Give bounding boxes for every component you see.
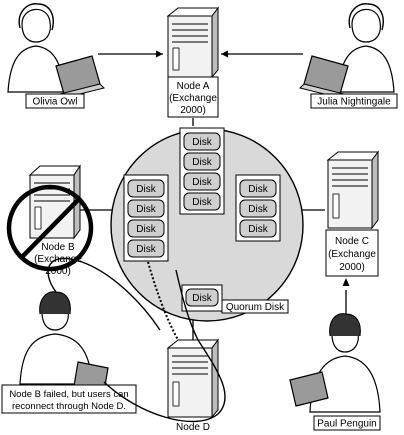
node-b-version: 2000) [45, 266, 71, 277]
reconnect-loop [47, 257, 161, 331]
disk-stack-a: Disk Disk Disk Disk [179, 127, 225, 215]
status-note-line-2: reconnect through Node D. [12, 401, 126, 412]
reconnect-path [103, 269, 226, 423]
node-d-server [166, 338, 219, 419]
disk-label: Disk [192, 293, 212, 304]
olivia-user-figure [7, 3, 105, 99]
quorum-label: Quorum Disk [226, 302, 285, 313]
node-a-label-box [167, 76, 219, 118]
disk-label: Disk [136, 224, 156, 235]
node-c-label-box [325, 229, 379, 277]
olivia-label-box [25, 93, 85, 109]
node-b-server [28, 164, 81, 240]
node-a-version: 2000) [180, 105, 206, 116]
arrow-paul [342, 278, 350, 286]
node-c-server [326, 150, 379, 230]
status-note-line-1: Node B failed, but users can [9, 389, 128, 400]
paul-label-box [313, 415, 381, 431]
disk-label: Disk [248, 184, 268, 195]
disk-label: Disk [136, 244, 156, 255]
quorum-label-box [221, 299, 289, 314]
paul-user-figure [289, 313, 381, 413]
failover-path [147, 261, 179, 341]
quorum-disk: Disk Quorum Disk [181, 284, 289, 314]
julia-name: Julia Nightingale [317, 97, 391, 108]
disk-stack-c: Disk Disk Disk [235, 174, 281, 242]
disk-label: Disk [136, 204, 156, 215]
node-a-role: (Exchange [169, 93, 217, 104]
disk-label: Disk [192, 157, 212, 168]
julia-label-box [310, 93, 398, 109]
arrow-olivia [156, 50, 163, 58]
disk-label: Disk [136, 184, 156, 195]
node-a-name: Node A [177, 81, 210, 92]
node-c-name: Node C [335, 236, 369, 247]
disk-label: Disk [248, 224, 268, 235]
disk-label: Disk [192, 197, 212, 208]
disk-label: Disk [248, 204, 268, 215]
node-b-name: Node B [41, 242, 75, 253]
node-d-name: Node D [176, 422, 210, 433]
disk-stack-b: Disk Disk Disk Disk [123, 174, 169, 262]
node-c-role: (Exchange [328, 249, 376, 260]
bottom-left-user-figure [19, 291, 109, 393]
paul-name: Paul Penguin [317, 419, 377, 430]
failed-prohibition-icon [6, 184, 94, 272]
node-c-version: 2000) [339, 262, 365, 273]
arrow-julia [221, 50, 228, 58]
node-a-server [166, 6, 219, 79]
julia-user-figure [299, 3, 395, 99]
disk-label: Disk [192, 137, 212, 148]
olivia-name: Olivia Owl [32, 97, 77, 108]
disk-label: Disk [192, 177, 212, 188]
